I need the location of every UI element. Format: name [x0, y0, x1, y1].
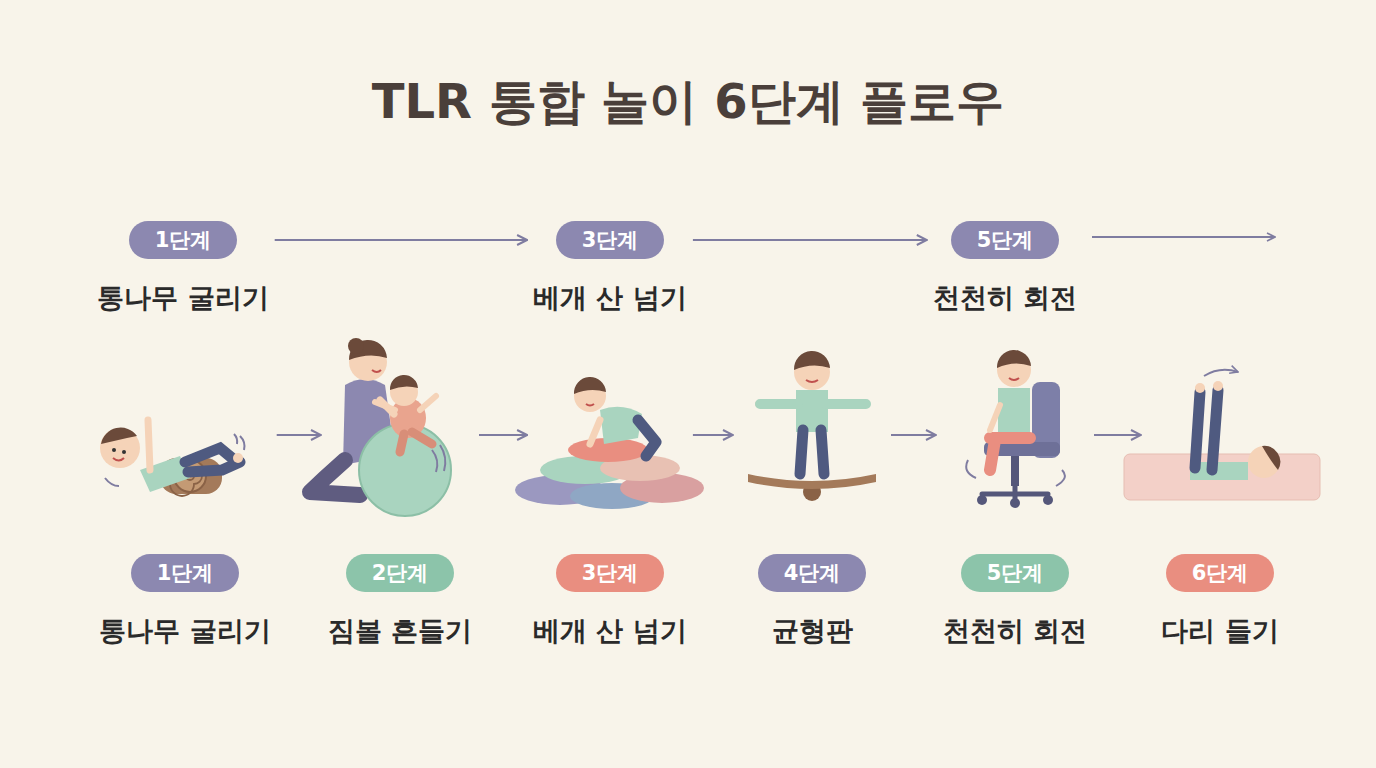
step-label: 균형판 [772, 614, 853, 648]
step-node: 3단계베개 산 넘기 [531, 221, 689, 315]
step-badge: 1단계 [131, 554, 240, 592]
step-label: 천천히 회전 [933, 281, 1077, 315]
step-label: 다리 들기 [1161, 614, 1278, 648]
pillow-pile-figure [515, 377, 704, 509]
swivel-chair-figure [966, 350, 1065, 508]
step-label: 베개 산 넘기 [533, 281, 687, 315]
flow-arrow [275, 239, 527, 241]
flow-arrow [693, 239, 927, 241]
step-node: 3단계베개 산 넘기 [531, 340, 689, 648]
step-badge: 5단계 [951, 221, 1060, 259]
step-label: 통나무 굴리기 [97, 281, 268, 315]
step-badge: 3단계 [556, 221, 665, 259]
step-node: 6단계다리 들기 [1145, 340, 1295, 648]
step-label: 천천히 회전 [943, 614, 1087, 648]
step-node: 5단계천천히 회전 [940, 340, 1090, 648]
step-label: 짐볼 흔들기 [328, 614, 472, 648]
step-badge: 2단계 [346, 554, 455, 592]
flow-arrow [277, 434, 321, 436]
balance-board-figure [748, 351, 876, 501]
log-roll-figure [100, 420, 245, 496]
step-node: 1단계통나무 굴리기 [97, 340, 272, 648]
flow-arrow [693, 434, 733, 436]
step-label: 베개 산 넘기 [533, 614, 687, 648]
gym-ball-figure [310, 338, 451, 516]
flow-arrow [1092, 236, 1275, 238]
leg-lift-figure [1124, 370, 1320, 500]
step-badge: 3단계 [556, 554, 665, 592]
step-badge: 6단계 [1166, 554, 1275, 592]
step-badge: 4단계 [758, 554, 867, 592]
step-label: 통나무 굴리기 [99, 614, 270, 648]
step-node: 5단계천천히 회전 [931, 221, 1079, 315]
flow-arrow [479, 434, 527, 436]
step-badge: 5단계 [961, 554, 1070, 592]
flow-arrow [891, 434, 936, 436]
step-node: 2단계짐볼 흔들기 [325, 340, 475, 648]
step-badge: 1단계 [129, 221, 238, 259]
step-node: 1단계통나무 굴리기 [95, 221, 270, 315]
flow-arrow [1094, 434, 1141, 436]
diagram-title: TLR 통합 놀이 6단계 플로우 [0, 70, 1376, 134]
step-node: 4단계균형판 [737, 340, 887, 648]
